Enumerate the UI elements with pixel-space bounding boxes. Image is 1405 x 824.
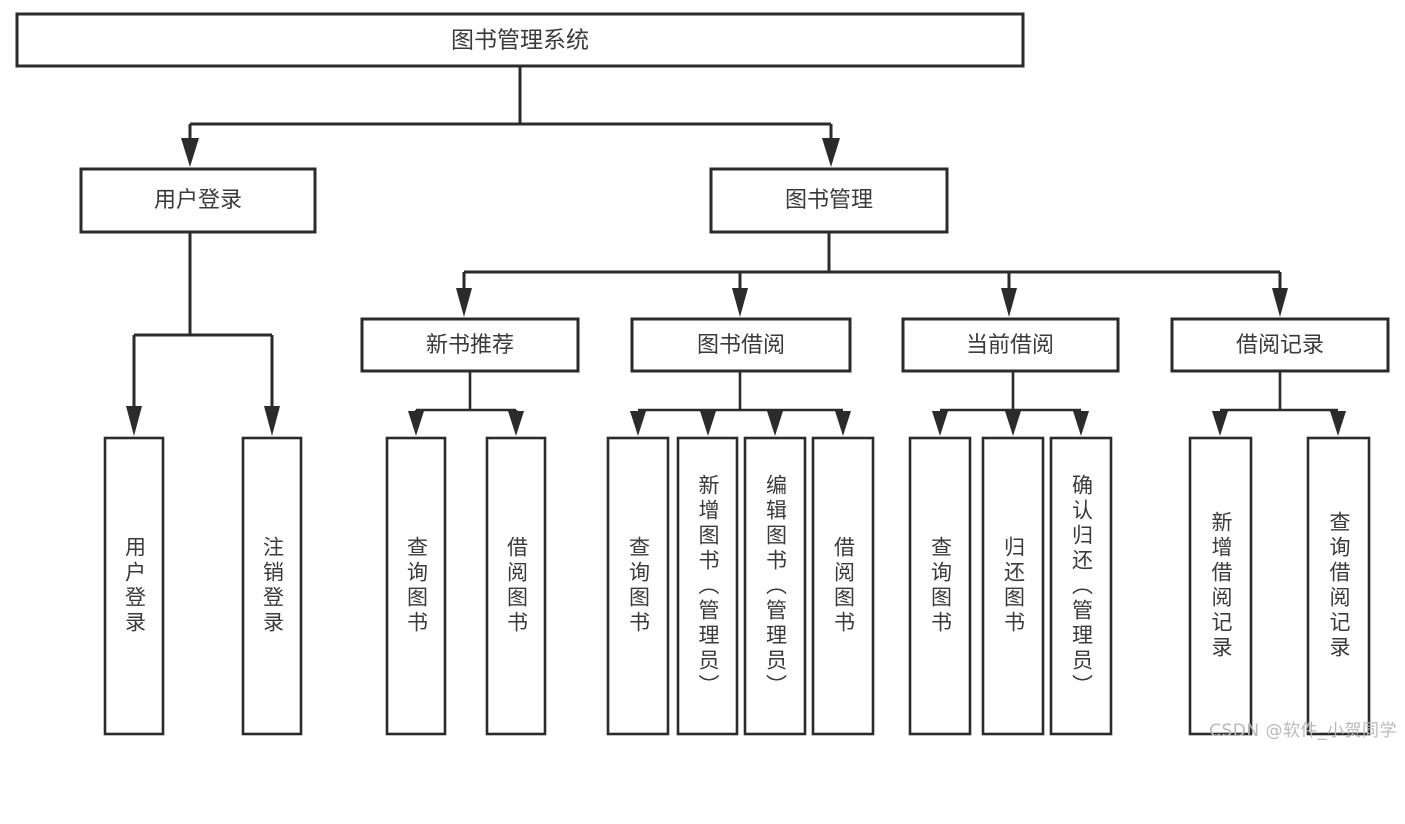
- edge-group-new-book-rec: [408, 371, 524, 436]
- edge-group-user-login: [126, 232, 280, 436]
- flowchart-svg: 图书管理系统 用户登录 图书管理 新书推荐 图书借阅 当前借阅 借阅记录: [15, 12, 1390, 736]
- node-book-borrow[interactable]: 图书借阅: [630, 317, 852, 373]
- node-user-login-label: 用户登录: [154, 188, 242, 213]
- node-current-borrow[interactable]: 当前借阅: [901, 317, 1120, 373]
- arrowhead-leaf-return-book: [1005, 411, 1021, 436]
- leaf-query-record-box[interactable]: [1306, 436, 1371, 736]
- arrowhead-leaf-query-book-borrow: [630, 411, 646, 436]
- edge-group-borrow-record: [1212, 371, 1346, 436]
- arrowhead-leaf-logout: [264, 406, 280, 436]
- leaf-borrow-book-box[interactable]: [811, 436, 875, 736]
- leaf-user-login-box[interactable]: [103, 436, 165, 736]
- flowchart-canvas: 图书管理系统 用户登录 图书管理 新书推荐 图书借阅 当前借阅 借阅记录: [15, 12, 1397, 741]
- edge-group-book-borrow: [630, 371, 851, 436]
- arrowhead-user-login: [181, 138, 199, 167]
- node-root-box[interactable]: [15, 12, 1025, 68]
- node-current-borrow-label: 当前借阅: [966, 333, 1054, 358]
- leaf-confirm-return-box[interactable]: [1049, 436, 1113, 736]
- arrowhead-leaf-user-login: [126, 406, 142, 436]
- arrowhead-leaf-borrow-book: [835, 411, 851, 436]
- node-current-borrow-box[interactable]: [901, 317, 1120, 373]
- leaf-borrow-book-rec-box[interactable]: [485, 436, 547, 736]
- leaf-query-book-cur-box[interactable]: [908, 436, 972, 736]
- watermark-text: CSDN @软件_小贺同学: [1209, 721, 1397, 741]
- node-book-borrow-label: 图书借阅: [697, 333, 785, 358]
- leaf-logout-box[interactable]: [241, 436, 303, 736]
- node-root[interactable]: 图书管理系统: [15, 12, 1025, 68]
- arrowhead-leaf-query-record: [1330, 411, 1346, 436]
- leaf-add-book-box[interactable]: [676, 436, 739, 736]
- edge-group-root: [181, 66, 840, 167]
- node-book-borrow-box[interactable]: [630, 317, 852, 373]
- node-new-book-rec-box[interactable]: [360, 317, 580, 373]
- arrowhead-leaf-add-book: [700, 411, 716, 436]
- node-root-label: 图书管理系统: [451, 28, 589, 54]
- arrowhead-borrow-record: [1272, 288, 1288, 317]
- leaf-query-book-borrow-box[interactable]: [606, 436, 670, 736]
- arrowhead-leaf-query-book-rec: [408, 411, 424, 436]
- node-borrow-record[interactable]: 借阅记录: [1170, 317, 1390, 373]
- arrowhead-leaf-confirm-return: [1073, 411, 1089, 436]
- node-new-book-rec-label: 新书推荐: [426, 333, 514, 358]
- node-new-book-rec[interactable]: 新书推荐: [360, 317, 580, 373]
- leaf-edit-book-box[interactable]: [743, 436, 807, 736]
- node-book-manage-box[interactable]: [709, 167, 949, 234]
- arrowhead-leaf-borrow-book-rec: [508, 411, 524, 436]
- node-borrow-record-box[interactable]: [1170, 317, 1390, 373]
- edge-group-current-borrow: [932, 371, 1089, 436]
- node-user-login[interactable]: 用户登录: [79, 167, 317, 234]
- node-book-manage[interactable]: 图书管理: [709, 167, 949, 234]
- node-user-login-box[interactable]: [79, 167, 317, 234]
- edge-group-book-manage: [456, 232, 1288, 317]
- leaf-return-book-box[interactable]: [981, 436, 1045, 736]
- arrowhead-new-book-rec: [456, 288, 472, 317]
- arrowhead-leaf-add-record: [1212, 411, 1228, 436]
- arrowhead-leaf-edit-book: [767, 411, 783, 436]
- node-borrow-record-label: 借阅记录: [1236, 333, 1324, 358]
- leaf-box-group: [103, 436, 1371, 736]
- arrowhead-book-borrow: [732, 288, 748, 317]
- leaf-query-book-rec-box[interactable]: [385, 436, 447, 736]
- arrowhead-current-borrow: [1001, 288, 1017, 317]
- leaf-add-record-box[interactable]: [1188, 436, 1253, 736]
- arrowhead-book-manage: [822, 138, 840, 167]
- node-book-manage-label: 图书管理: [785, 188, 873, 213]
- arrowhead-leaf-query-book-cur: [932, 411, 948, 436]
